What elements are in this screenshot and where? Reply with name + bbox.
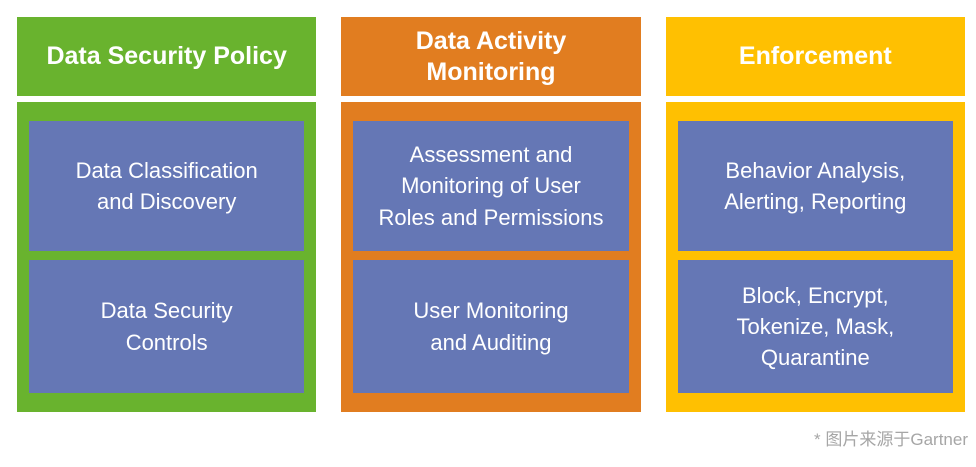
item-assessment-and-monitoring-of-user-roles: Assessment and Monitoring of User Roles … (353, 121, 629, 251)
body-data-activity-monitoring: Assessment and Monitoring of User Roles … (341, 102, 641, 412)
item-behavior-analysis-alerting-reporting: Behavior Analysis, Alerting, Reporting (677, 121, 953, 251)
item-user-monitoring-and-auditing: User Monitoring and Auditing (353, 260, 629, 393)
header-data-security-policy: Data Security Policy (17, 17, 317, 96)
header-data-activity-monitoring: Data Activity Monitoring (341, 17, 641, 96)
pillar-columns: Data Security Policy Data Classification… (17, 17, 965, 412)
column-data-activity-monitoring: Data Activity Monitoring Assessment and … (341, 17, 641, 412)
body-enforcement: Behavior Analysis, Alerting, Reporting B… (665, 102, 965, 412)
item-block-encrypt-tokenize-mask-quarantine: Block, Encrypt, Tokenize, Mask, Quaranti… (677, 260, 953, 393)
item-data-security-controls: Data Security Controls (29, 260, 305, 393)
header-enforcement: Enforcement (665, 17, 965, 96)
column-enforcement: Enforcement Behavior Analysis, Alerting,… (665, 17, 965, 412)
column-data-security-policy: Data Security Policy Data Classification… (17, 17, 317, 412)
body-data-security-policy: Data Classification and Discovery Data S… (17, 102, 317, 412)
source-footnote: * 图片来源于Gartner (814, 430, 968, 449)
item-data-classification-and-discovery: Data Classification and Discovery (29, 121, 305, 251)
